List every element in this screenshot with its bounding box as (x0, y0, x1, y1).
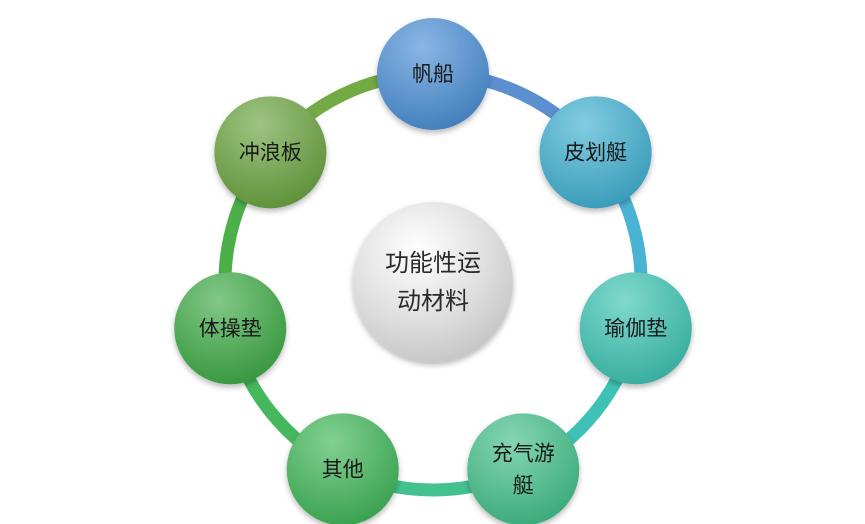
node-kayak-circle (539, 96, 652, 209)
node-gym-mat: 体操垫 (174, 272, 287, 385)
node-surfboard-circle (214, 96, 327, 209)
node-sailboat: 帆船 (377, 18, 489, 130)
node-yoga-mat-circle (579, 272, 692, 385)
node-inflatable-circle (467, 413, 580, 524)
node-inflatable-label: 艇 (513, 473, 534, 497)
node-sailboat-label: 帆船 (412, 62, 454, 86)
node-yoga-mat-label: 瑜伽垫 (604, 316, 667, 340)
node-gym-mat-circle (174, 272, 287, 385)
node-sailboat-circle (377, 18, 489, 130)
node-yoga-mat: 瑜伽垫 (579, 272, 692, 385)
node-other-label: 其他 (322, 457, 364, 481)
node-kayak-label: 皮划艇 (564, 140, 627, 164)
node-other: 其他 (286, 413, 399, 524)
node-surfboard-label: 冲浪板 (239, 140, 302, 164)
center-circle-shape (353, 202, 513, 362)
node-surfboard: 冲浪板 (214, 96, 327, 209)
center-label-line: 功能性运 (385, 249, 481, 277)
node-kayak: 皮划艇 (539, 96, 652, 209)
center-label-line: 动材料 (397, 287, 469, 315)
node-inflatable-label: 充气游 (492, 441, 555, 465)
node-gym-mat-label: 体操垫 (199, 316, 262, 340)
node-other-circle (286, 413, 399, 524)
